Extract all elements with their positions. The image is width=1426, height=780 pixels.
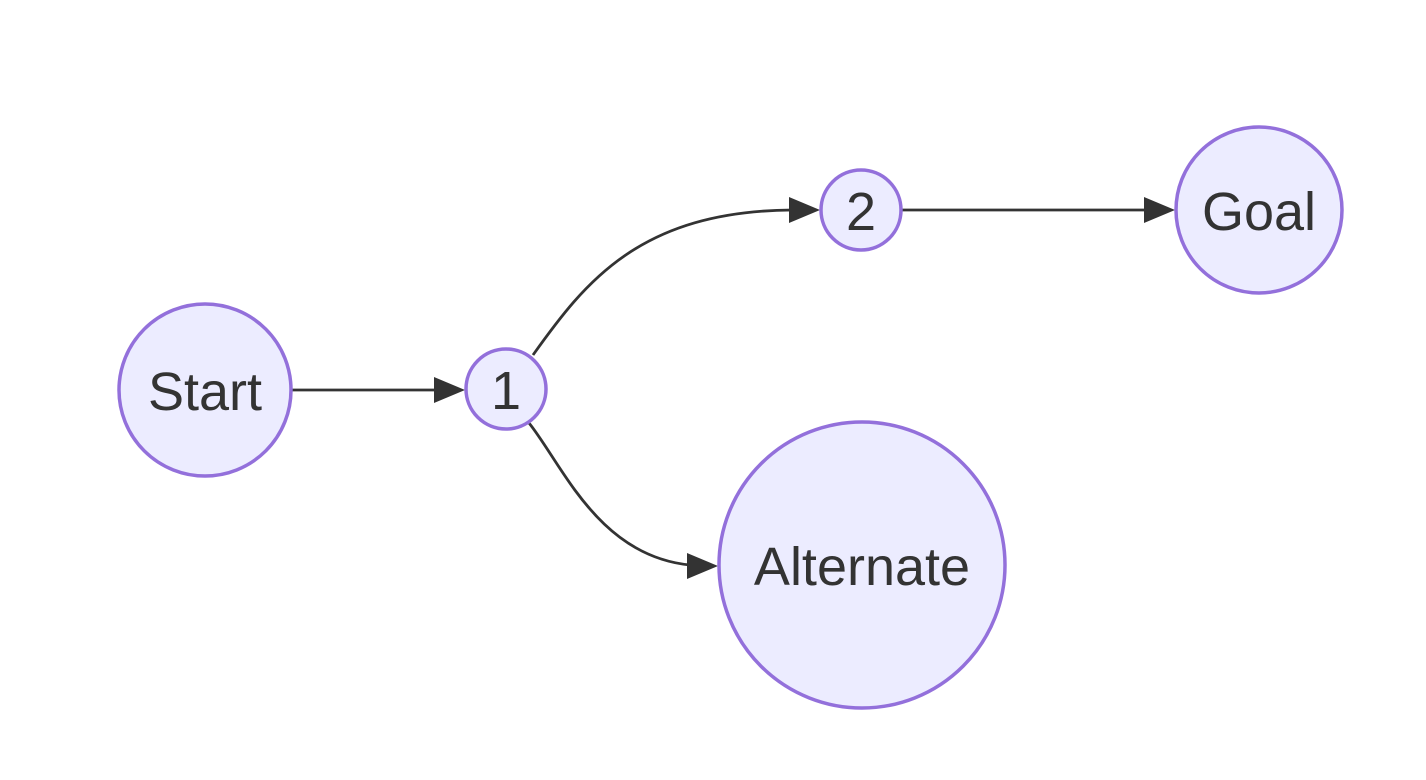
node-alternate-circle — [717, 420, 1007, 710]
node-goal-label: Goal — [1202, 182, 1316, 242]
arrowhead-icon — [434, 377, 465, 403]
arrowhead-icon — [687, 553, 718, 579]
edge-1-to-2 — [531, 197, 820, 356]
node-alternate: Alternate — [717, 420, 1007, 710]
node-alternate-label: Alternate — [754, 537, 970, 597]
node-goal-circle — [1174, 125, 1344, 295]
node-1-circle — [464, 347, 548, 431]
node-2: 2 — [819, 168, 903, 252]
edge-2-to-goal — [902, 197, 1175, 223]
node-group: Start 1 2 Goal Alternate — [117, 125, 1344, 710]
node-goal: Goal — [1174, 125, 1344, 295]
node-2-label: 2 — [846, 182, 876, 242]
edge-line-1-to-alternate — [527, 422, 691, 567]
node-start: Start — [117, 302, 293, 478]
node-1-label: 1 — [491, 361, 521, 421]
edge-1-to-alternate — [527, 422, 718, 579]
arrowhead-icon — [789, 197, 820, 223]
node-start-label: Start — [148, 362, 262, 422]
node-start-circle — [117, 302, 293, 478]
edge-group — [292, 197, 1175, 579]
node-2-circle — [819, 168, 903, 252]
edge-start-to-1 — [292, 377, 465, 403]
node-1: 1 — [464, 347, 548, 431]
edge-line-1-to-2 — [531, 208, 793, 356]
arrowhead-icon — [1144, 197, 1175, 223]
